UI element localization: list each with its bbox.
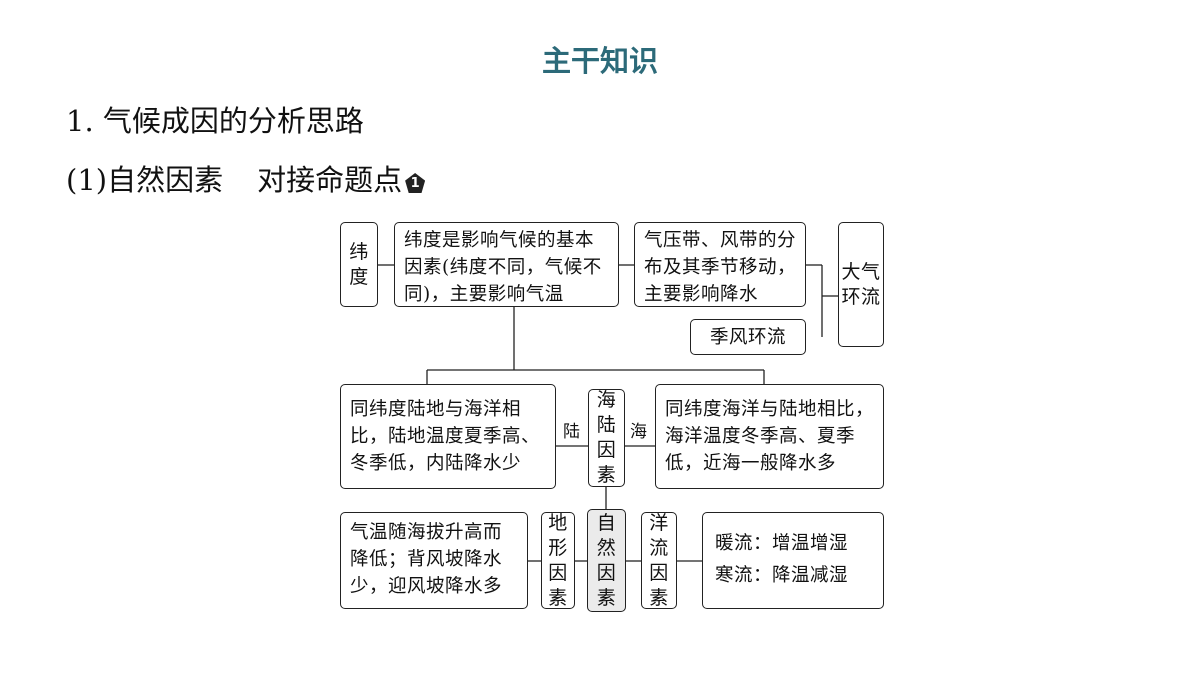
natural-factors-box: 自然因素	[587, 509, 626, 612]
terrain-effect-box: 气温随海拔升高而降低；背风坡降水少，迎风坡降水多	[340, 512, 528, 609]
pressure-wind-belts-box: 气压带、风带的分布及其季节移动，主要影响降水	[634, 222, 806, 307]
subsection-tag: 对接命题点	[257, 163, 403, 197]
cold-current-text: 寒流：降温减湿	[715, 565, 849, 586]
sea-effect-box: 同纬度海洋与陆地相比，海洋温度冬季高、夏季低，近海一般降水多	[655, 384, 884, 489]
monsoon-circulation-box: 季风环流	[690, 319, 806, 355]
land-effect-box: 同纬度陆地与海洋相比，陆地温度夏季高、冬季低，内陆降水少	[340, 384, 556, 489]
section-heading: 1. 气候成因的分析思路	[66, 104, 364, 138]
land-sea-factor-box: 海陆因素	[588, 389, 625, 487]
latitude-description-box: 纬度是影响气候的基本因素(纬度不同，气候不同)，主要影响气温	[394, 222, 619, 307]
subsection-label: (1)自然因素	[66, 163, 224, 197]
warm-current-text: 暖流：增温增湿	[715, 533, 849, 554]
land-edge-label: 陆	[561, 422, 582, 442]
atmospheric-circulation-box: 大气环流	[838, 222, 884, 347]
terrain-factor-box: 地形因素	[541, 512, 575, 609]
pentagon-number-badge-icon: 1	[405, 173, 426, 193]
sea-edge-label: 海	[628, 422, 649, 442]
latitude-box: 纬度	[340, 222, 378, 307]
page-title: 主干知识	[541, 44, 658, 78]
ocean-current-effect-box: 暖流：增温增湿 寒流：降温减湿	[702, 512, 884, 609]
ocean-current-factor-box: 洋流因素	[641, 512, 677, 609]
